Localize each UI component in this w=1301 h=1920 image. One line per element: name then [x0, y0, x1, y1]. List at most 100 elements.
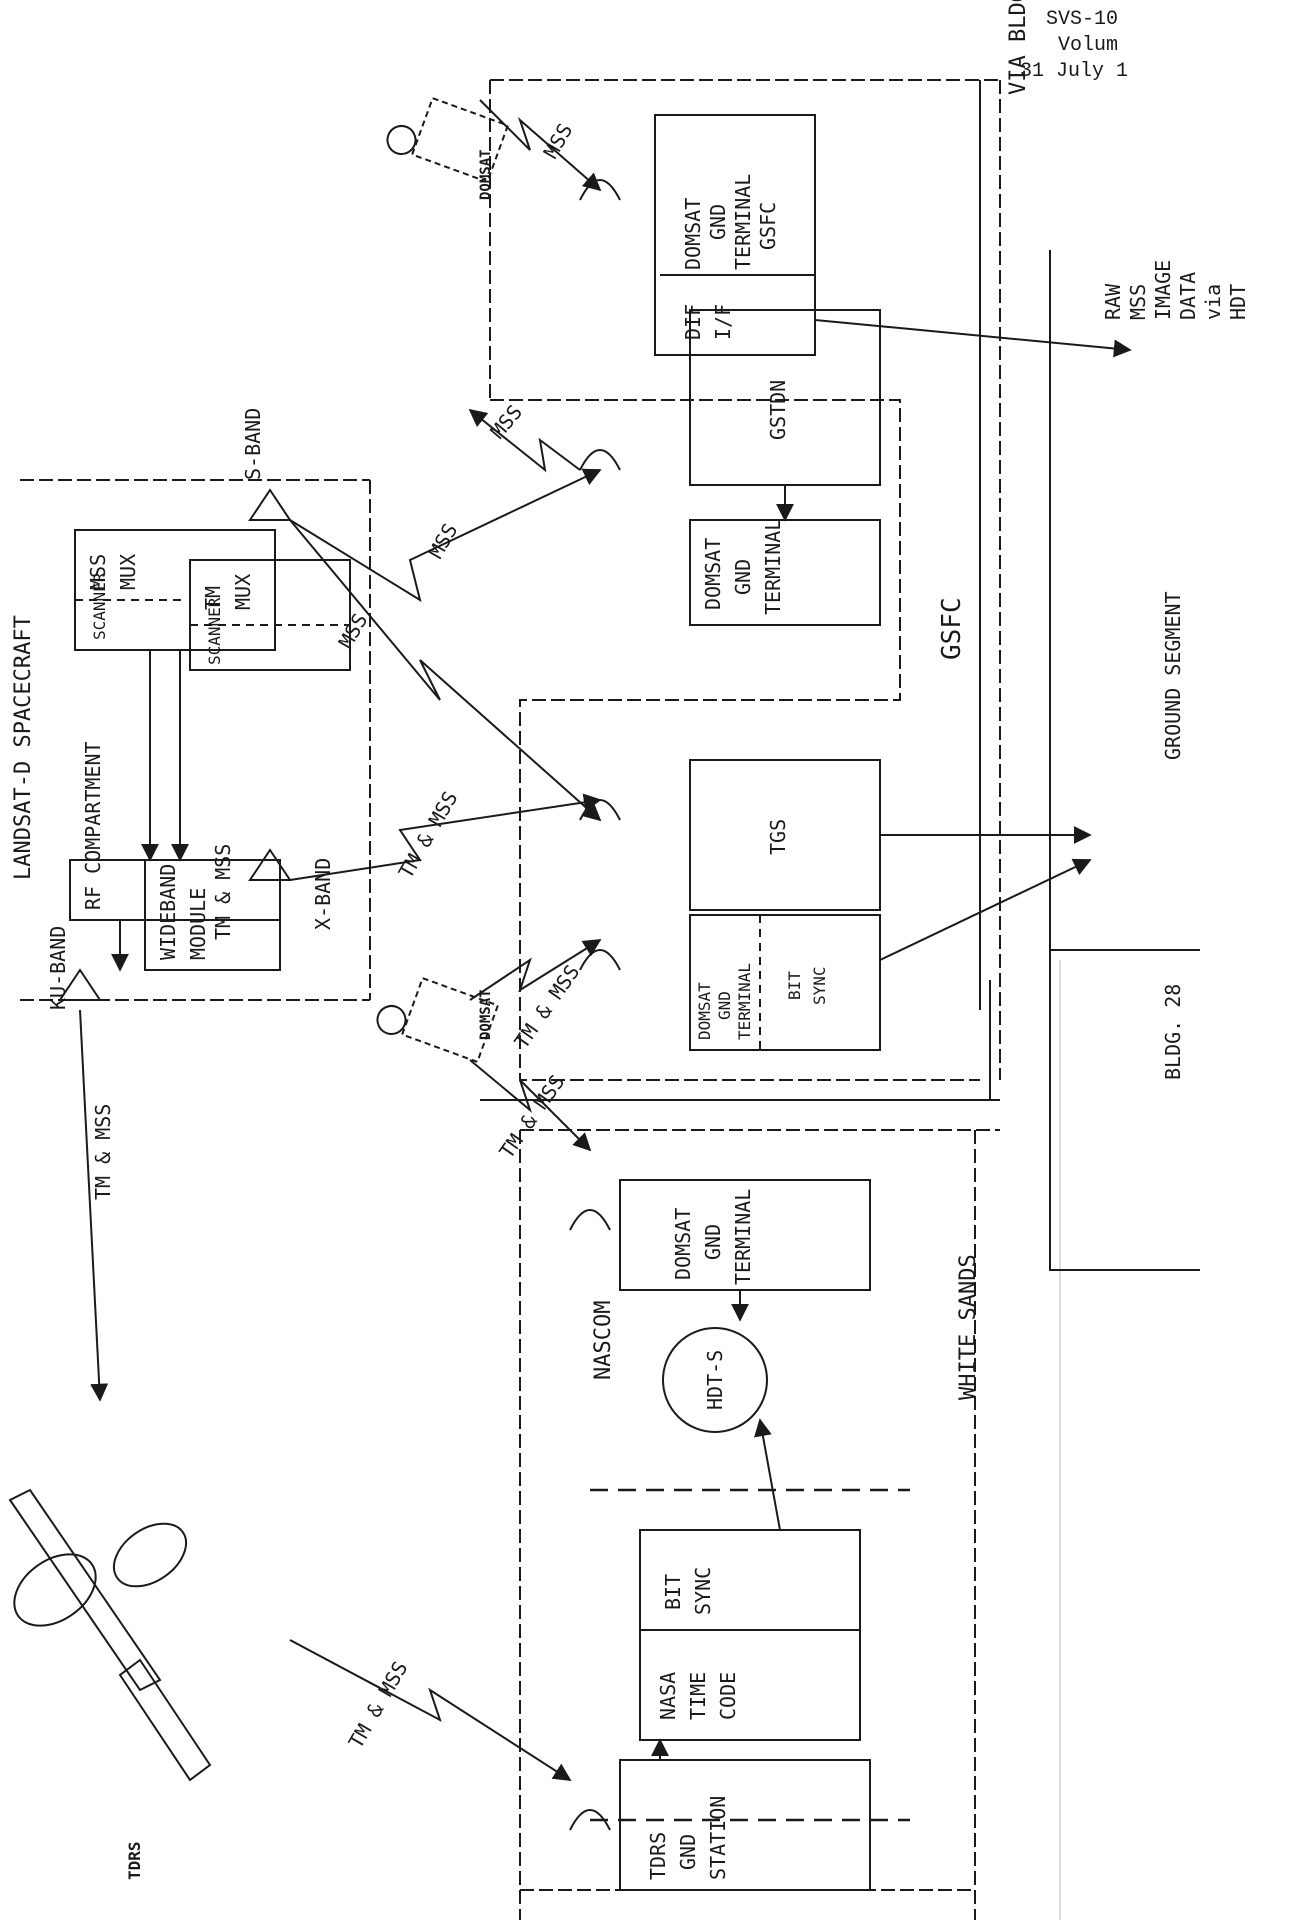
document-date: 31 July 1 — [1020, 60, 1129, 83]
svg-text:DOMSAT: DOMSAT — [695, 982, 714, 1040]
svg-text:MODULE: MODULE — [186, 888, 210, 960]
s-band-to-tgs-link — [289, 519, 602, 822]
hdts-text: HDT-S — [703, 1350, 727, 1410]
svg-text:WIDEBAND: WIDEBAND — [156, 864, 180, 960]
tm-mss-tdrs-label: TM & MSS — [344, 1657, 413, 1752]
svg-text:BIT: BIT — [661, 1574, 685, 1610]
domsat-bitsync-antenna — [579, 949, 621, 971]
svg-text:RAW: RAW — [1101, 283, 1125, 320]
nascom-label: NASCOM — [591, 1301, 616, 1380]
svg-text:GND: GND — [715, 991, 734, 1020]
svg-text:via: via — [1201, 284, 1225, 320]
svg-text:STATION: STATION — [706, 1796, 730, 1880]
s-band-antenna — [248, 488, 292, 521]
ku-band-antenna — [58, 968, 102, 1001]
gsfc-label: GSFC — [937, 597, 967, 660]
domsat-gnd-terminal-gsfc-box — [654, 114, 816, 356]
svg-text:MSS: MSS — [1126, 284, 1150, 320]
gstdn-text: GSTDN — [766, 380, 790, 440]
svg-text:I/F: I/F — [711, 304, 735, 340]
domsat-mss-link-top — [479, 99, 602, 192]
mss-link-label-1: MSS — [539, 119, 578, 162]
tdrs-to-gnd-link — [289, 1639, 572, 1781]
bldg28-label: BLDG. 28 — [1161, 984, 1185, 1080]
svg-text:DOMSAT: DOMSAT — [701, 538, 725, 610]
tm-mss-spacecraft-label: TM & MSS — [211, 844, 235, 940]
svg-text:MUX: MUX — [231, 574, 255, 610]
svg-text:DATA: DATA — [1176, 272, 1200, 320]
x-band-antenna — [248, 848, 292, 881]
svg-text:TERMINAL: TERMINAL — [731, 1189, 755, 1285]
document-header: SVS-10 Volum 31 July 1 — [1020, 0, 1301, 130]
domsat-ws-antenna — [569, 1209, 611, 1231]
svg-text:GSFC: GSFC — [756, 202, 780, 250]
svg-text:SCANNER: SCANNER — [90, 572, 109, 640]
spacecraft-label: LANDSAT-D SPACECRAFT — [11, 615, 36, 880]
wideband-module-box — [144, 859, 281, 971]
dif-to-raw-mss-arrow — [814, 319, 1132, 358]
mss-mux-text: MSS MUX SCANNER — [86, 554, 140, 640]
svg-text:TERMINAL: TERMINAL — [735, 963, 754, 1040]
svg-text:TERMINAL: TERMINAL — [731, 174, 755, 270]
svg-text:BIT: BIT — [785, 971, 804, 1000]
domsat-bitsync-text: DOMSAT GND TERMINAL BIT SYNC — [695, 963, 829, 1040]
bitsync-to-ground-arrow — [879, 858, 1092, 961]
domsat-gnd-terminal-ws-text: DOMSAT GND TERMINAL — [671, 1189, 755, 1285]
ku-band-to-tdrs-link — [79, 1009, 109, 1402]
document-id: SVS-10 — [1046, 8, 1119, 31]
svg-text:GND: GND — [706, 204, 730, 240]
bit-sync-text: BIT SYNC — [661, 1567, 715, 1615]
tm-mux-box — [189, 559, 351, 671]
hdts-recorder — [662, 1327, 768, 1433]
bitsync-nasa-box — [639, 1529, 861, 1741]
mss-link-label-2: MSS — [485, 400, 527, 443]
x-band-label: X-BAND — [311, 858, 335, 930]
domsat-top-label: DOMSAT — [478, 149, 494, 200]
nascom-dividers — [590, 1488, 910, 1822]
svg-text:TERMINAL: TERMINAL — [761, 519, 785, 615]
svg-text:MUX: MUX — [116, 554, 140, 590]
mss-mux-box — [74, 529, 276, 651]
gsfc-lower-frame — [490, 399, 980, 1081]
svg-text:DIF: DIF — [681, 304, 705, 340]
domsat-mid-label: DOMSAT — [478, 989, 494, 1040]
svg-text:NASA: NASA — [656, 1672, 680, 1720]
domsat-to-bitsync-link — [469, 939, 602, 1001]
mss-link-label-4: MSS — [334, 609, 373, 652]
s-band-to-gstdn-link — [289, 468, 602, 603]
svg-text:CODE: CODE — [716, 1672, 740, 1720]
white-sands-label: WHITE SANDS — [956, 1254, 981, 1400]
nasa-time-to-hdts-arrow — [754, 1418, 781, 1531]
white-sands-horizontal-frames — [520, 1129, 1000, 1891]
rf-compartment-text: RF COMPARTMENT — [81, 741, 105, 910]
mss-link-label-3: MSS — [424, 519, 463, 562]
s-band-label: S-BAND — [241, 408, 265, 480]
volume-label: Volum — [1058, 34, 1119, 57]
tm-mss-ku-label: TM & MSS — [91, 1104, 115, 1200]
svg-text:IMAGE: IMAGE — [1151, 260, 1175, 320]
svg-text:MSS: MSS — [86, 554, 110, 590]
ground-segment-label: GROUND SEGMENT — [1161, 591, 1185, 760]
svg-text:GND: GND — [701, 1224, 725, 1260]
via-bldg-label: VIA BLDG. 23 — [1006, 0, 1031, 95]
domsat-to-ws-link — [469, 1059, 592, 1152]
tdrs-satellite — [8, 1488, 212, 1782]
svg-text:TIME: TIME — [686, 1672, 710, 1720]
tdrs-gnd-station-text: TDRS GND STATION — [646, 1796, 730, 1880]
ku-band-label: KU-BAND — [46, 926, 70, 1010]
tdrs-label: TDRS — [125, 1841, 144, 1880]
wideband-module-text: WIDEBAND MODULE — [156, 864, 210, 960]
tgs-text: TGS — [766, 819, 790, 855]
dif-text: DIF I/F — [681, 304, 735, 340]
svg-text:DOMSAT: DOMSAT — [671, 1208, 695, 1280]
domsat-gnd-terminal-2-text: DOMSAT GND TERMINAL — [701, 519, 785, 615]
tdrs-gnd-antenna — [569, 1809, 611, 1831]
svg-text:TM: TM — [201, 586, 225, 610]
domsat-gnd-antenna — [579, 449, 621, 471]
svg-text:GND: GND — [676, 1834, 700, 1870]
svg-text:TDRS: TDRS — [646, 1832, 670, 1880]
svg-text:SYNC: SYNC — [810, 966, 829, 1005]
nasa-time-code-text: NASA TIME CODE — [656, 1672, 740, 1720]
tm-mss-ws-label: TM & MSS — [494, 1070, 569, 1163]
